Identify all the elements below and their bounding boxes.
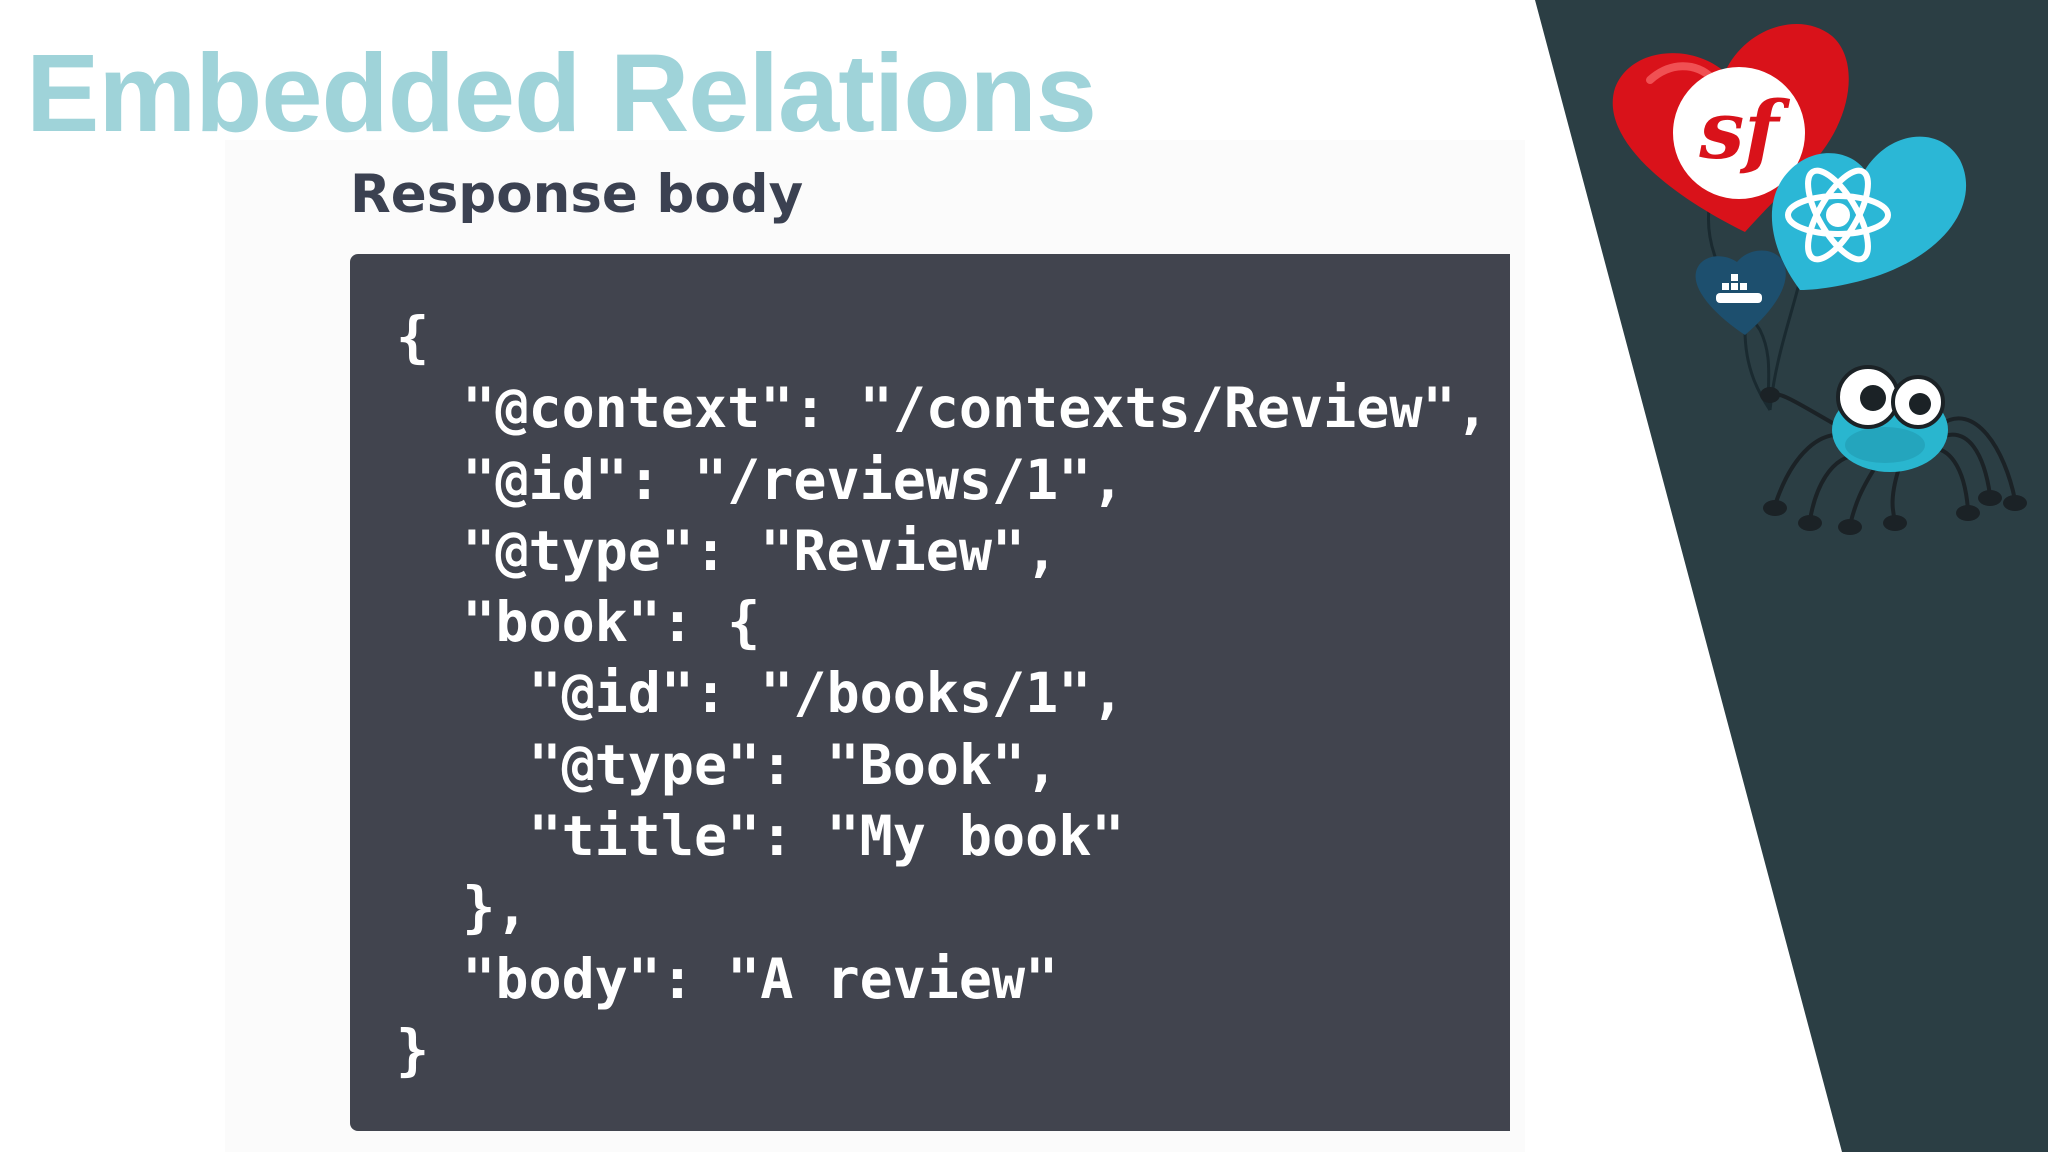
- code-line: "@id": "/books/1",: [396, 661, 1125, 726]
- code-line: "@type": "Review",: [396, 518, 1059, 583]
- code-line: "book": {: [396, 590, 761, 655]
- code-line: "@id": "/reviews/1",: [396, 447, 1125, 512]
- code-line: }: [396, 1017, 430, 1082]
- code-line: "title": "My book": [396, 804, 1125, 869]
- code-line: },: [396, 875, 529, 940]
- response-body-code: { "@context": "/contexts/Review", "@id":…: [350, 254, 1510, 1131]
- response-body-heading: Response body: [350, 164, 804, 225]
- code-line: "@context": "/contexts/Review",: [396, 376, 1489, 441]
- code-line: "body": "A review": [396, 946, 1059, 1011]
- slide-title: Embedded Relations: [26, 32, 1097, 155]
- code-line: {: [396, 305, 430, 369]
- code-line: "@type": "Book",: [396, 732, 1059, 797]
